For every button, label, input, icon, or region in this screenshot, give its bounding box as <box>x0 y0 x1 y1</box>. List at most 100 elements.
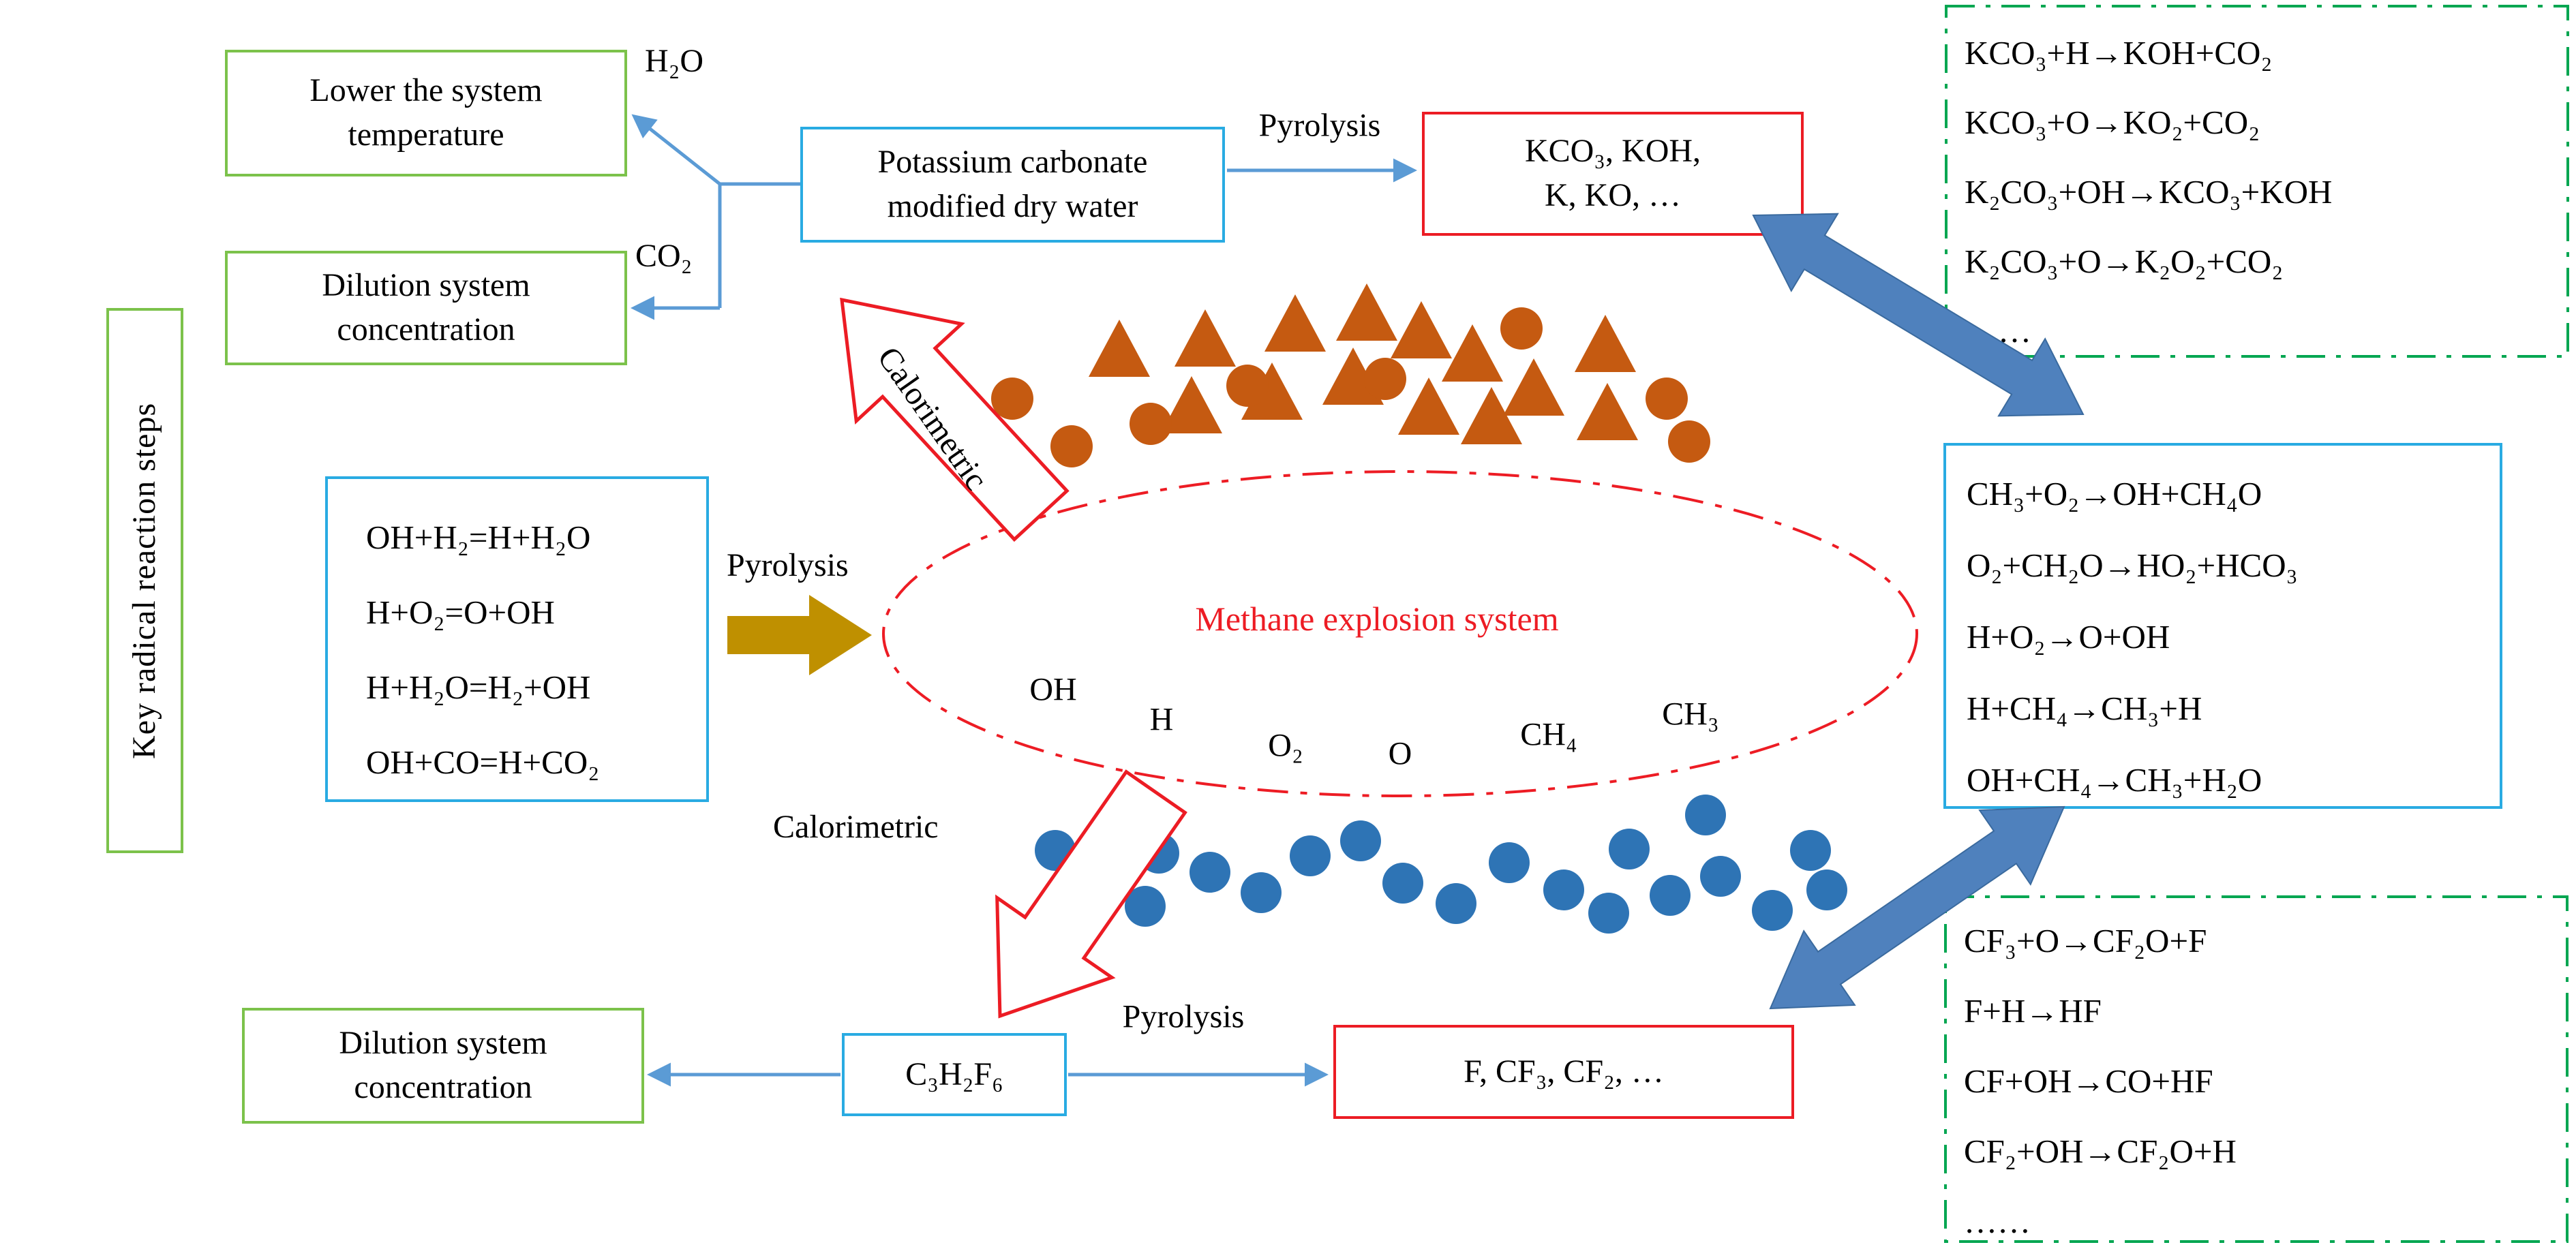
reaction-line: CF₃+O→CF₂O+F <box>1964 922 2207 959</box>
dry-water-line2: modified dry water <box>887 188 1138 224</box>
particle-circle-orange <box>1050 425 1093 467</box>
potassium-products-box: KCO₃, KOH, K, KO, … <box>1422 112 1804 236</box>
reaction-line: OH+CO=H+CO₂ <box>366 743 600 781</box>
calorimetric-arrow-up <box>840 297 1070 542</box>
lower-temperature-line2: temperature <box>348 117 504 153</box>
dilution-bottom-line1: Dilution system <box>339 1025 547 1062</box>
reaction-line: H+CH₄→CH₃+H <box>1967 690 2202 727</box>
species-o2: O₂ <box>1268 727 1303 764</box>
species-o: O <box>1388 735 1412 772</box>
co2-label: CO₂ <box>635 238 693 274</box>
calorimetric-arrow-down <box>995 769 1187 1019</box>
particle-circle-orange <box>1500 307 1543 350</box>
dilution-bottom-line2: concentration <box>354 1069 532 1105</box>
particle-circle-orange <box>1668 420 1710 463</box>
potassium-products-line1: KCO₃, KOH, <box>1524 133 1701 170</box>
pyrolysis-bottom-label: Pyrolysis <box>1122 998 1245 1035</box>
particle-triangle-orange <box>1391 301 1452 358</box>
pyrolysis-mid-label: Pyrolysis <box>727 547 849 583</box>
reaction-line: K₂CO₃+O→K₂O₂+CO₂ <box>1965 242 2284 280</box>
particle-circle-blue <box>1752 890 1793 931</box>
reaction-line: OH+CH₄→CH₃+H₂O <box>1967 761 2262 799</box>
reaction-line: …… <box>1965 311 2031 350</box>
dilution-top-line2: concentration <box>337 311 515 348</box>
particle-triangle-orange <box>1336 283 1397 341</box>
fluorine-products-box: F, CF₃, CF₂, … <box>1333 1025 1794 1119</box>
particle-circle-blue <box>1650 875 1691 916</box>
reaction-line: H+O₂=O+OH <box>366 593 555 631</box>
reaction-line: CH₃+O₂→OH+CH₄O <box>1967 475 2262 512</box>
dashed-border <box>1944 895 2569 1243</box>
methane-system-ellipse <box>882 470 1918 797</box>
reaction-line: F+H→HF <box>1964 992 2102 1030</box>
dry-water-box: Potassium carbonate modified dry water <box>800 127 1225 243</box>
particle-triangle-orange <box>1161 376 1222 433</box>
reaction-line: H+H₂O=H₂+OH <box>366 668 591 706</box>
potassium-products-line2: K, KO, … <box>1545 177 1681 213</box>
particle-circle-blue <box>1489 842 1530 883</box>
dry-water-line1: Potassium carbonate <box>877 144 1148 181</box>
lower-temperature-line1: Lower the system <box>309 72 543 109</box>
particle-circle-blue <box>1609 829 1650 869</box>
reaction-line: CF₂+OH→CF₂O+H <box>1964 1133 2237 1170</box>
particle-circle-orange <box>991 378 1033 420</box>
particle-circle-blue <box>1436 883 1476 924</box>
reaction-line: H+O₂→O+OH <box>1967 618 2170 656</box>
species-ch3: CH₃ <box>1662 696 1719 733</box>
reaction-line: K₂CO₃+OH→KCO₃+KOH <box>1965 172 2333 211</box>
particle-circle-blue <box>1340 820 1381 861</box>
particle-circle-blue <box>1790 830 1831 871</box>
key-radical-reactions-box: OH+H₂=H+H₂O H+O₂=O+OH H+H₂O=H₂+OH OH+CO=… <box>325 476 709 802</box>
particle-triangle-orange <box>1503 358 1564 416</box>
particle-circle-blue <box>1685 795 1726 835</box>
particle-circle-orange <box>1130 403 1172 445</box>
particle-triangle-orange <box>1089 320 1150 377</box>
particle-circle-blue <box>1290 835 1331 876</box>
methane-reactions-box: CH₃+O₂→OH+CH₄O O₂+CH₂O→HO₂+HCO₃ H+O₂→O+O… <box>1943 443 2502 809</box>
particle-triangle-orange <box>1575 315 1636 372</box>
particle-triangle-orange <box>1442 324 1503 382</box>
methane-system-title: Methane explosion system <box>1195 600 1559 638</box>
reaction-line: …… <box>1964 1203 2031 1240</box>
particle-triangle-orange <box>1175 309 1236 367</box>
dilution-bottom-box: Dilution system concentration <box>242 1008 644 1124</box>
suppressant-label: C₃H₂F₆ <box>905 1056 1003 1092</box>
particle-circle-orange <box>1226 365 1269 407</box>
potassium-reactions-box: KCO₃+H→KOH+CO₂ KCO₃+O→KO₂+CO₂ K₂CO₃+OH→K… <box>1944 4 2570 358</box>
particle-triangle-orange <box>1241 363 1303 420</box>
pyrolysis-arrow-mid <box>727 595 872 675</box>
species-h: H <box>1149 701 1174 738</box>
reaction-line: O₂+CH₂O→HO₂+HCO₃ <box>1967 546 2298 584</box>
particle-circle-blue <box>1241 872 1282 913</box>
h2o-label: H₂O <box>645 43 704 79</box>
dilution-top-line1: Dilution system <box>322 267 530 304</box>
arrow-h2o-to-lower-temp <box>631 114 721 185</box>
pyrolysis-top-label: Pyrolysis <box>1258 107 1381 144</box>
reaction-line: CF+OH→CO+HF <box>1964 1062 2213 1100</box>
particle-circle-blue <box>1125 886 1166 927</box>
particle-circle-blue <box>1700 856 1741 897</box>
particle-triangle-orange <box>1398 378 1459 435</box>
dilution-top-box: Dilution system concentration <box>225 251 627 365</box>
lower-temperature-box: Lower the system temperature <box>225 50 627 176</box>
particle-circle-blue <box>1806 869 1847 910</box>
key-radical-steps-label: Key radical reaction steps <box>126 402 163 759</box>
key-radical-steps-box: Key radical reaction steps <box>106 308 183 853</box>
reaction-line: KCO₃+H→KOH+CO₂ <box>1965 33 2273 72</box>
fluorine-products-label: F, CF₃, CF₂, … <box>1464 1053 1664 1090</box>
fluorine-reactions-box: CF₃+O→CF₂O+F F+H→HF CF+OH→CO+HF CF₂+OH→C… <box>1943 895 2569 1244</box>
particle-circle-blue <box>1543 869 1584 910</box>
species-oh: OH <box>1029 671 1077 708</box>
suppressant-box: C₃H₂F₆ <box>842 1033 1067 1116</box>
particle-triangle-orange <box>1577 383 1638 440</box>
reaction-line: KCO₃+O→KO₂+CO₂ <box>1965 103 2260 141</box>
calorimetric-bottom-label: Calorimetric <box>773 809 939 845</box>
connector-drywater-junction <box>718 182 800 308</box>
particle-circle-orange <box>1364 358 1406 400</box>
particle-circle-orange <box>1646 378 1688 420</box>
particle-circle-blue <box>1382 863 1423 904</box>
particle-triangle-orange <box>1264 294 1326 352</box>
species-ch4: CH₄ <box>1520 716 1577 753</box>
